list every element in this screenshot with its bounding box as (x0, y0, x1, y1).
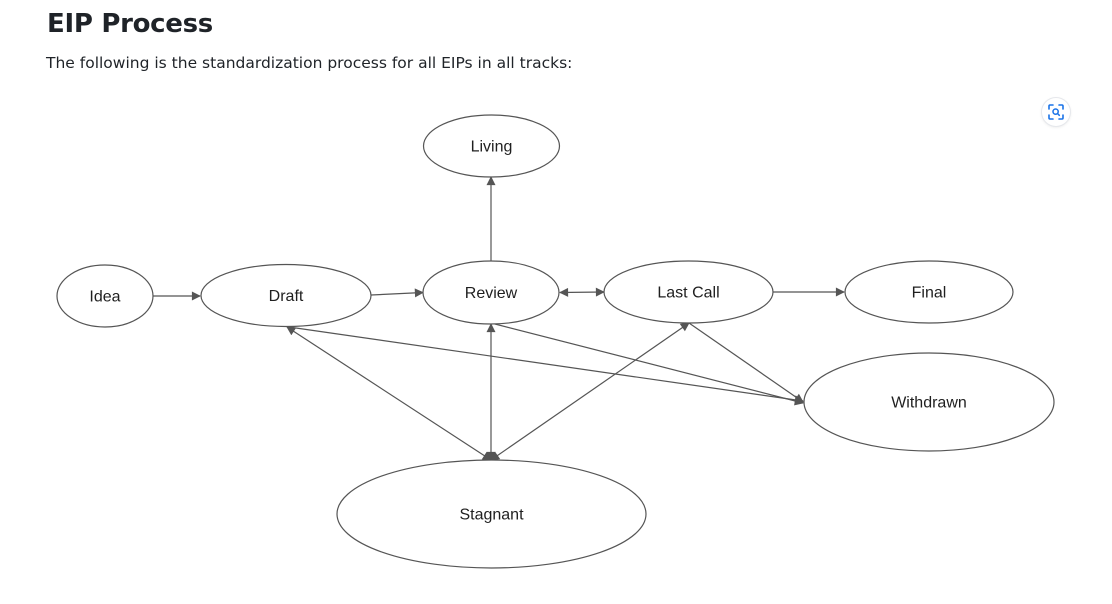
node-label-stagnant: Stagnant (459, 507, 524, 524)
edge-draft-withdrawn (288, 326, 804, 405)
node-label-final: Final (912, 285, 947, 302)
diagram-edges (153, 176, 845, 461)
edge-lastcall-withdrawn (688, 322, 804, 403)
node-last-call: Last Call (603, 260, 774, 324)
node-label-last-call: Last Call (657, 285, 719, 302)
edge-draft-stagnant (286, 326, 492, 461)
node-label-living: Living (471, 139, 513, 156)
edge-draft-review (370, 288, 424, 298)
page-title: EIP Process (47, 9, 213, 39)
node-withdrawn: Withdrawn (803, 352, 1055, 452)
edge-review-withdrawn (490, 322, 804, 406)
node-review: Review (422, 260, 560, 325)
node-label-review: Review (465, 285, 518, 302)
diagram-nodes: Idea Draft Review Last Call Final Living… (56, 114, 1055, 569)
intro-text: The following is the standardization pro… (46, 54, 573, 72)
node-label-idea: Idea (89, 289, 120, 306)
node-label-withdrawn: Withdrawn (891, 395, 967, 412)
node-idea: Idea (56, 264, 154, 328)
zoom-button[interactable] (1042, 98, 1070, 126)
node-label-draft: Draft (269, 288, 304, 305)
scan-zoom-icon (1048, 104, 1064, 120)
node-draft: Draft (200, 263, 372, 328)
edge-lastcall-stagnant (490, 322, 690, 461)
node-living: Living (422, 114, 561, 178)
node-stagnant: Stagnant (336, 459, 647, 569)
node-final: Final (844, 260, 1014, 324)
edge-review-lastcall (559, 287, 605, 297)
